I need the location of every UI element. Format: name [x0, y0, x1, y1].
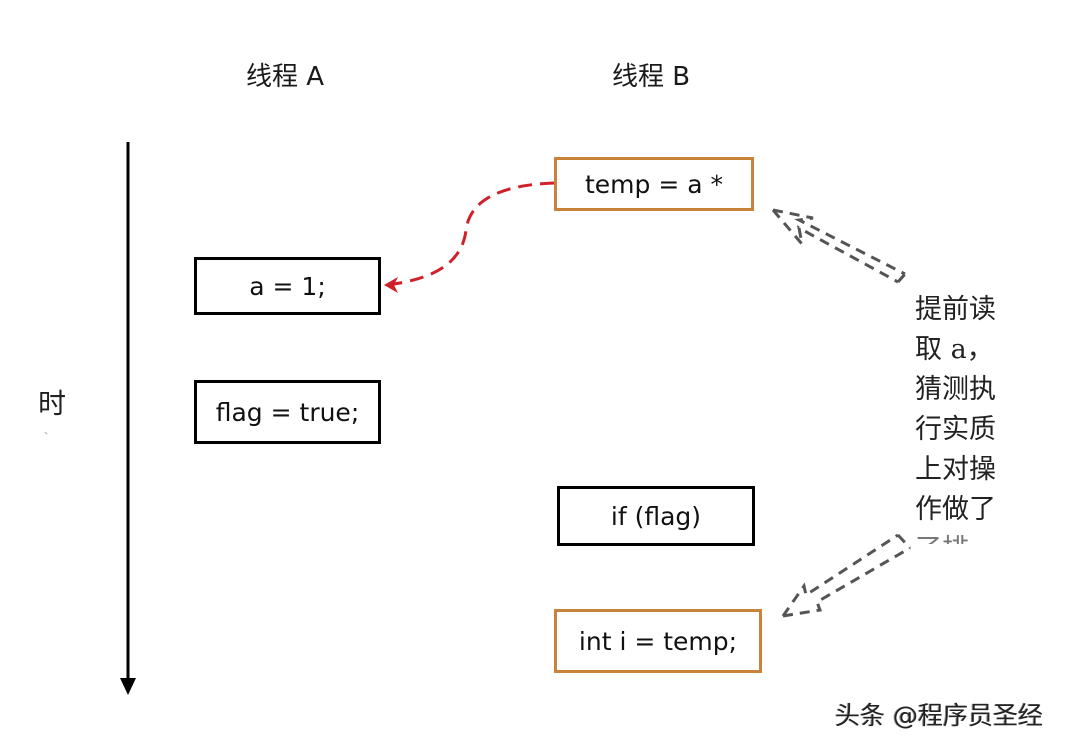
code-box-int-assign: int i = temp; [554, 609, 762, 673]
time-axis-label-clipped: 、 [44, 426, 54, 437]
code-box-a-assign: a = 1; [194, 257, 381, 315]
note-line: 猜测执 [915, 374, 996, 405]
read-arrow [385, 181, 555, 287]
note-line: 取 a， [915, 334, 994, 365]
time-axis-arrowhead-icon [120, 678, 136, 695]
note-arrow-up [771, 208, 907, 284]
time-axis-label: 时 [38, 387, 67, 420]
code-text: int i = temp; [578, 626, 738, 656]
note-line: 提前读 [915, 294, 996, 325]
code-text: flag = true; [215, 397, 360, 427]
note-line: 作做了 [915, 494, 996, 525]
read-arrowhead-icon [384, 277, 398, 293]
code-text: a = 1; [249, 271, 326, 301]
code-box-flag-assign: flag = true; [194, 380, 381, 444]
note-line: 上对操 [915, 454, 996, 485]
code-box-if-flag: if (flag) [557, 486, 755, 546]
note-line: 行实质 [915, 414, 996, 445]
thread-a-header: 线程 A [246, 62, 325, 92]
note-arrow-down [781, 533, 912, 618]
code-text: temp = a * [584, 169, 723, 199]
thread-b-header: 线程 B [612, 62, 691, 92]
code-text: if (flag) [610, 501, 702, 531]
code-box-temp-read: temp = a * [554, 157, 754, 211]
speculation-note: 提前读 取 a， 猜测执 行实质 上对操 作做了 了排 [915, 290, 1015, 544]
note-line: 了排 [915, 530, 1015, 544]
watermark: 头条 @程序员圣经 [835, 701, 1043, 730]
